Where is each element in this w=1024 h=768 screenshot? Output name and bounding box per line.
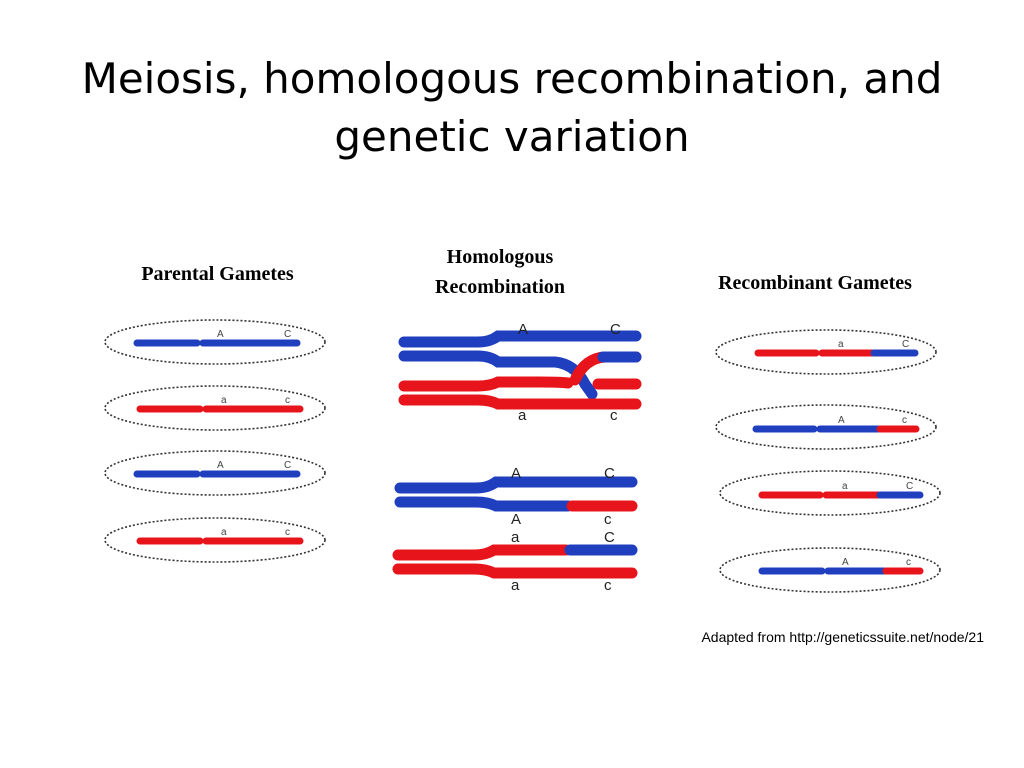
allele-label: A	[217, 329, 224, 340]
recombinant-gamete-3: a C	[719, 470, 941, 516]
allele-label: C	[610, 321, 621, 338]
allele-label: c	[610, 407, 618, 424]
allele-label: a	[511, 577, 520, 594]
red-chromatid-result-top	[392, 544, 572, 561]
allele-label: C	[906, 481, 913, 492]
allele-label: A	[511, 465, 521, 482]
recombinant-gamete-4: A c	[719, 547, 941, 593]
blue-chromatid-top	[398, 330, 642, 348]
homologous-label-line-2: Recombination	[435, 276, 565, 298]
recombinant-gamete-2: A c	[715, 404, 937, 450]
recombinant-gametes-label: Recombinant Gametes	[718, 272, 912, 294]
homologous-recombination-label: Homologous Recombination	[400, 242, 600, 302]
blue-chromatid-lower-left	[398, 350, 536, 368]
parental-gametes-label: Parental Gametes	[141, 263, 294, 285]
allele-label: a	[221, 395, 227, 406]
allele-label: C	[284, 329, 291, 340]
allele-label: C	[902, 339, 909, 350]
allele-label: A	[518, 321, 528, 338]
source-credit: Adapted from http://geneticssuite.net/no…	[701, 629, 984, 645]
parental-gamete-4: a c	[104, 517, 326, 563]
allele-label: C	[284, 460, 291, 471]
title-line-2: genetic variation	[334, 112, 690, 161]
blue-chromatid-result-top	[394, 476, 638, 494]
allele-label: A	[511, 511, 521, 528]
title-line-1: Meiosis, homologous recombination, and	[81, 54, 943, 103]
slide-title: Meiosis, homologous recombination, and g…	[40, 50, 984, 166]
blue-chromatid-result-bottom	[394, 496, 574, 512]
allele-label: c	[285, 527, 290, 538]
allele-label: A	[217, 460, 224, 471]
parental-gamete-3: A C	[104, 450, 326, 496]
allele-label: a	[518, 407, 527, 424]
red-chromatid-upper	[398, 376, 574, 392]
parental-gamete-2: a c	[104, 385, 326, 431]
allele-label: a	[842, 481, 848, 492]
allele-label: a	[511, 529, 520, 546]
allele-label: c	[906, 557, 911, 568]
allele-label: c	[285, 395, 290, 406]
allele-label: a	[838, 339, 844, 350]
allele-label: A	[842, 557, 849, 568]
allele-label: a	[221, 527, 227, 538]
parental-gamete-1: A C	[104, 319, 326, 365]
allele-label: c	[902, 415, 907, 426]
allele-label: C	[604, 529, 615, 546]
homologous-label-line-1: Homologous	[446, 246, 554, 268]
recombinant-gamete-1: a C	[715, 329, 937, 375]
blue-crossing-strand	[522, 356, 598, 400]
crossover-stage: A C a c	[398, 321, 642, 424]
allele-label: c	[604, 577, 612, 594]
red-chromatid-lower	[398, 394, 642, 410]
red-chromatid-result-bottom	[392, 563, 638, 579]
allele-label: C	[604, 465, 615, 482]
recombination-result: A C A c a C a c	[392, 465, 638, 594]
allele-label: c	[604, 511, 612, 528]
allele-label: A	[838, 415, 845, 426]
